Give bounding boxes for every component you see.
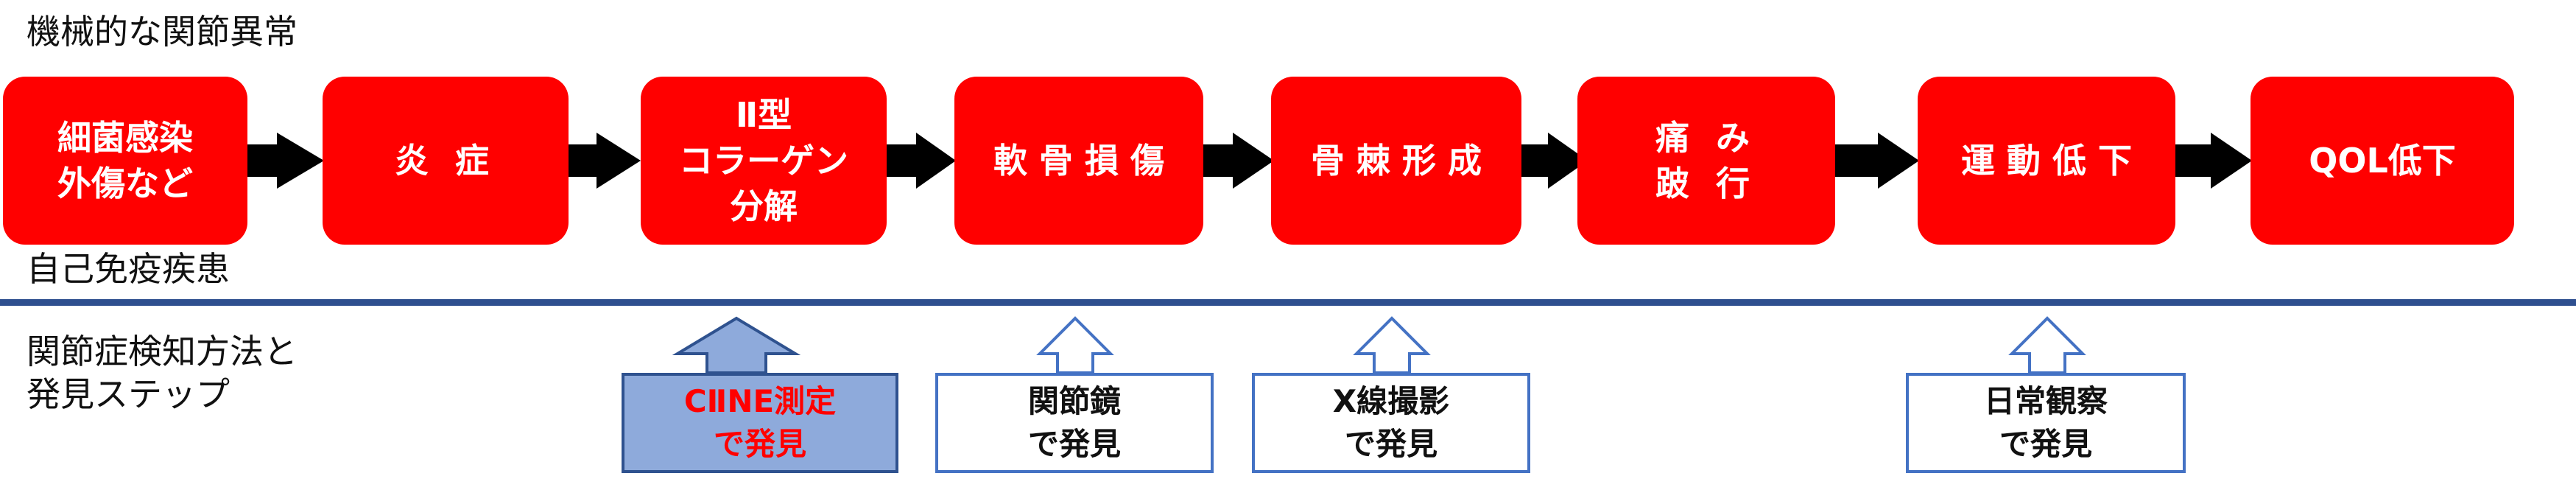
detection-methods-label: 関節症検知方法と 発見ステップ xyxy=(27,332,298,414)
arrow-icon xyxy=(1521,133,1588,189)
method-arthroscopy: 関節鏡 で発見 xyxy=(935,373,1214,473)
method-xray: X線撮影 で発見 xyxy=(1252,373,1530,473)
step-pain-lameness: 痛 み 跛 行 xyxy=(1577,77,1835,245)
method-c2ne-measurement: CⅡNE測定 で発見 xyxy=(622,373,898,473)
arrow-icon xyxy=(887,133,956,189)
up-arrow-icon xyxy=(1036,316,1114,374)
arrow-icon xyxy=(247,133,324,189)
step-osteophyte-formation: 骨 棘 形 成 xyxy=(1271,77,1521,245)
step-qol-decline: QOL低下 xyxy=(2251,77,2514,245)
arrow-icon xyxy=(567,133,641,189)
mechanical-cause-label: 機械的な関節異常 xyxy=(27,12,298,52)
step-cartilage-damage: 軟 骨 損 傷 xyxy=(954,77,1203,245)
step-inflammation: 炎 症 xyxy=(323,77,569,245)
up-arrow-icon xyxy=(672,316,801,374)
step-infection-trauma: 細菌感染 外傷など xyxy=(3,77,247,245)
step-reduced-mobility: 運 動 低 下 xyxy=(1918,77,2175,245)
arrow-icon xyxy=(1203,133,1274,189)
autoimmune-cause-label: 自己免疫疾患 xyxy=(27,249,230,289)
step-type2-collagen-degradation: Ⅱ型 コラーゲン 分解 xyxy=(641,77,887,245)
arrow-icon xyxy=(1835,133,1919,189)
method-daily-observation: 日常観察 で発見 xyxy=(1906,373,2186,473)
arrow-icon xyxy=(2175,133,2252,189)
up-arrow-icon xyxy=(1353,316,1431,374)
up-arrow-icon xyxy=(2008,316,2086,374)
section-divider xyxy=(0,299,2576,306)
